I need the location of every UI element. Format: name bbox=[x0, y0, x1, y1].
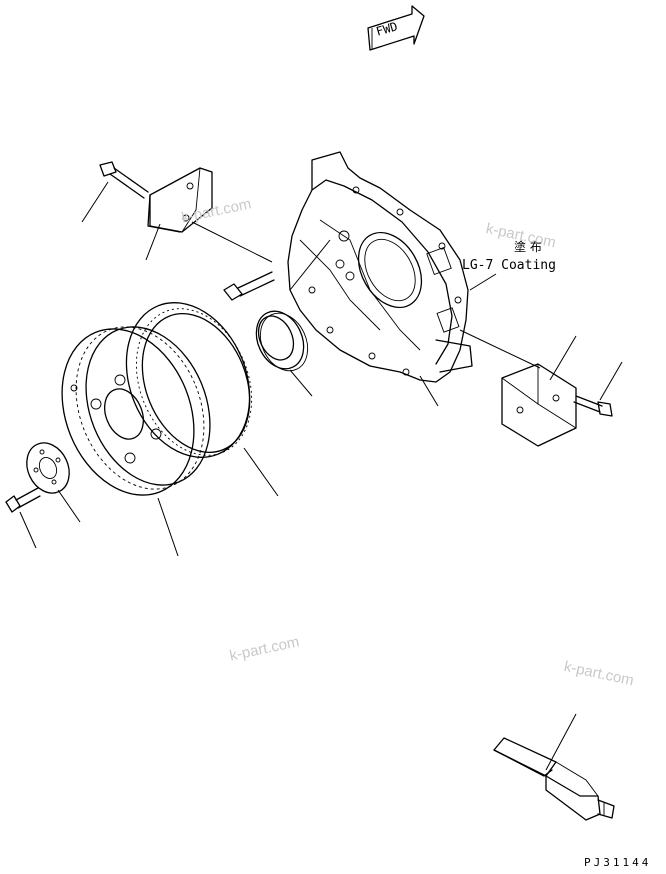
ring-gear bbox=[125, 302, 253, 458]
bolt-right bbox=[573, 395, 613, 417]
bolt-upper-left bbox=[99, 161, 149, 199]
left-bracket bbox=[147, 167, 213, 233]
oil-seal bbox=[255, 310, 309, 372]
flywheel bbox=[61, 326, 211, 496]
right-bracket bbox=[501, 363, 577, 447]
drawing-number: PJ31144 bbox=[584, 856, 652, 869]
bolt-middle-left bbox=[223, 271, 275, 301]
bolt-lower-left bbox=[5, 487, 41, 513]
coating-label: LG-7 Coating bbox=[462, 258, 556, 273]
tool-shaft bbox=[493, 737, 615, 821]
leader-lines bbox=[19, 181, 623, 771]
flywheel-housing bbox=[287, 151, 473, 383]
fwd-arrow-icon bbox=[367, 5, 425, 51]
washer-plate bbox=[26, 442, 70, 494]
coating-japanese-label: 塗 布 bbox=[514, 240, 542, 254]
